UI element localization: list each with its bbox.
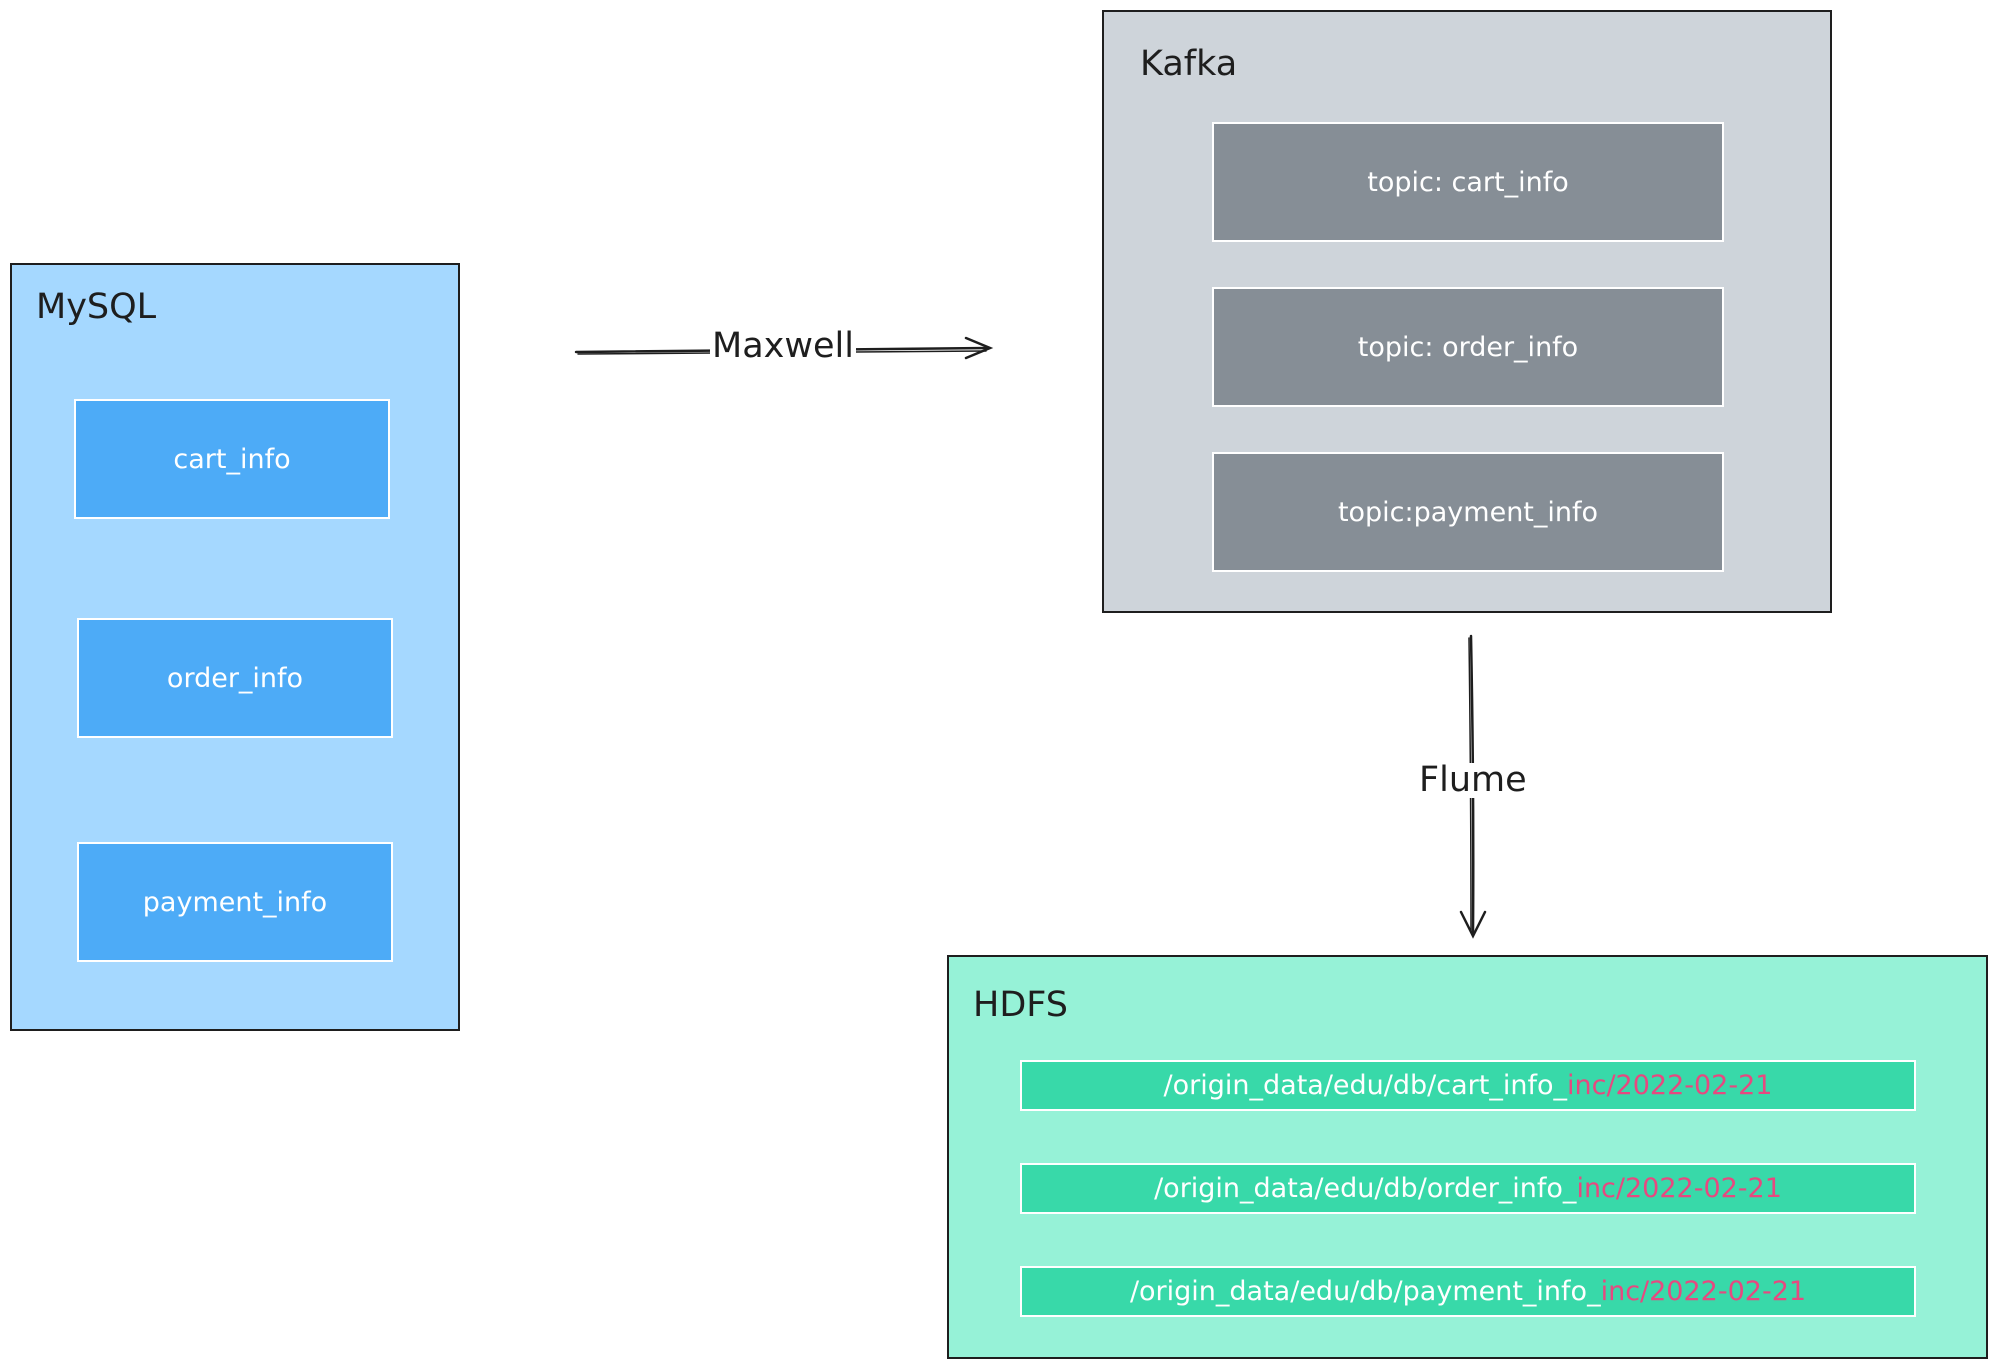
mysql-title: MySQL xyxy=(36,287,157,327)
maxwell-label: Maxwell xyxy=(710,326,856,366)
flume-label: Flume xyxy=(1417,760,1529,800)
hdfs-path-prefix: /origin_data/edu/db/order_info_ xyxy=(1154,1173,1577,1204)
mysql-table-label: cart_info xyxy=(173,443,291,475)
kafka-group: Kafka topic: cart_info topic: order_info… xyxy=(1102,10,1832,613)
flume-arrow-head xyxy=(1459,910,1487,939)
hdfs-group: HDFS /origin_data/edu/db/cart_info_inc/2… xyxy=(947,955,1988,1359)
kafka-topic-order-info[interactable]: topic: order_info xyxy=(1212,287,1724,407)
hdfs-path-cart-info[interactable]: /origin_data/edu/db/cart_info_inc/2022-0… xyxy=(1020,1060,1916,1111)
hdfs-path-prefix: /origin_data/edu/db/payment_info_ xyxy=(1129,1276,1601,1307)
kafka-topic-label: topic: order_info xyxy=(1357,331,1579,363)
mysql-table-order-info[interactable]: order_info xyxy=(77,618,393,738)
kafka-topic-label: topic: cart_info xyxy=(1367,166,1569,198)
hdfs-path-suffix: inc/2022-02-21 xyxy=(1566,1070,1773,1101)
kafka-topic-cart-info[interactable]: topic: cart_info xyxy=(1212,122,1724,242)
maxwell-arrow-head xyxy=(964,336,994,360)
hdfs-title: HDFS xyxy=(973,985,1069,1025)
kafka-topic-label: topic:payment_info xyxy=(1337,496,1599,528)
hdfs-path-suffix: inc/2022-02-21 xyxy=(1576,1173,1782,1204)
kafka-topic-payment-info[interactable]: topic:payment_info xyxy=(1212,452,1724,572)
hdfs-path-prefix: /origin_data/edu/db/cart_info_ xyxy=(1163,1070,1567,1101)
hdfs-path-payment-info[interactable]: /origin_data/edu/db/payment_info_inc/202… xyxy=(1020,1266,1916,1317)
hdfs-path-order-info[interactable]: /origin_data/edu/db/order_info_inc/2022-… xyxy=(1020,1163,1916,1214)
mysql-table-label: order_info xyxy=(166,662,304,694)
hdfs-path-suffix: inc/2022-02-21 xyxy=(1600,1276,1807,1307)
mysql-table-payment-info[interactable]: payment_info xyxy=(77,842,393,962)
mysql-table-cart-info[interactable]: cart_info xyxy=(74,399,390,519)
kafka-title: Kafka xyxy=(1140,44,1238,84)
mysql-table-label: payment_info xyxy=(142,886,328,918)
mysql-group: MySQL cart_info order_info payment_info xyxy=(10,263,460,1031)
